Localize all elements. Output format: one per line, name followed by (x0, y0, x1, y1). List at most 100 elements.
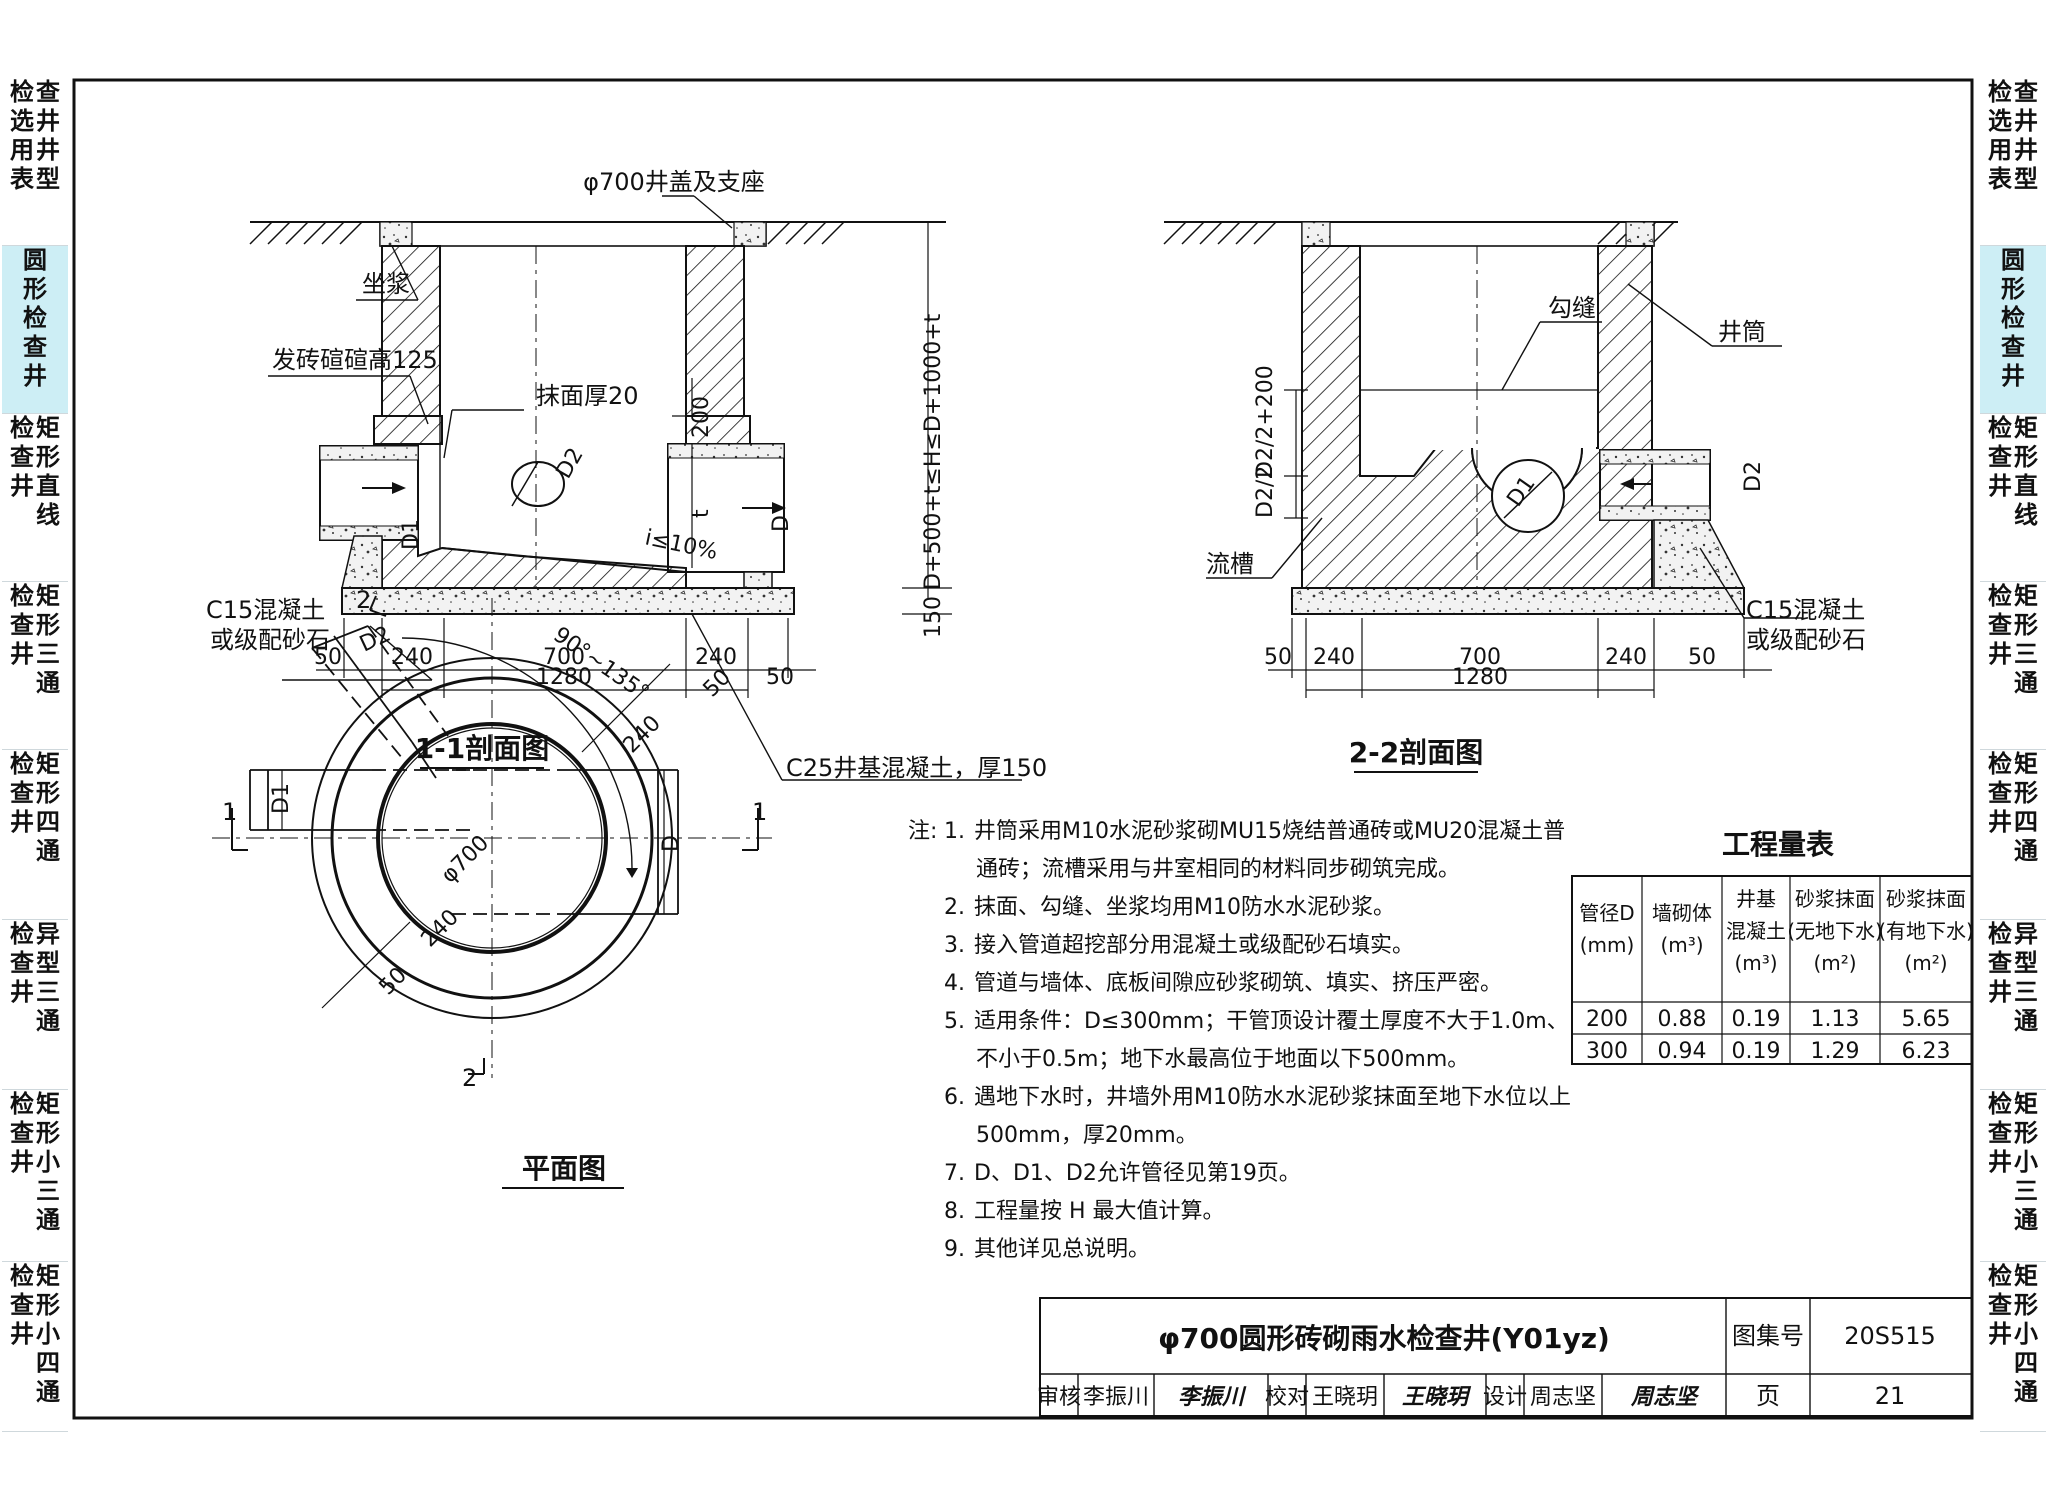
slope-label: i≤10% (643, 525, 720, 565)
note-line: 适用条件：D≤300mm；干管顶设计覆土厚度不大于1.0m、 (974, 1009, 1569, 1034)
note-line: 工程量按 H 最大值计算。 (974, 1199, 1225, 1224)
plan-d-label: D (659, 835, 684, 852)
d1-label: D1 (399, 519, 424, 550)
side-tab-5[interactable]: 检查井矩形四通 (2, 750, 68, 920)
note-number: 4. (944, 971, 965, 996)
side-tab-text: 检查井 (1988, 582, 2012, 668)
table-header: (m³) (1660, 933, 1703, 957)
side-tab-text: 矩形直线 (2014, 414, 2038, 529)
note-line: D、D1、D2允许管径见第19页。 (974, 1161, 1301, 1186)
table-header: 混凝土 (1726, 919, 1786, 943)
quantity-table-title: 工程量表 (1722, 828, 1834, 861)
height-label: D+500+t≤H≤D+1000+t (921, 313, 946, 590)
reviewer-signature: 李振川 (1178, 1384, 1247, 1410)
section-11-title: 1-1剖面图 (415, 732, 550, 765)
side-tab-text: 检查井 (1988, 1090, 2012, 1176)
label-150: 150 (921, 596, 946, 638)
note-line: 抹面、勾缝、坐浆均用M10防水水泥砂浆。 (974, 895, 1395, 920)
note-line: 管道与墙体、底板间隙应砂浆砌筑、填实、挤压严密。 (974, 971, 1502, 996)
plan-dia-label: φ700 (437, 831, 495, 889)
section-2-2: 勾缝 井筒 流槽 D1 D2 D2/2+200 D2/2 C15混凝土 或级配砂… (1163, 221, 1866, 773)
table-header: 砂浆抹面 (1886, 887, 1966, 911)
plan-view: 1 1 2 2 D2 D1 D 90°~135° φ700 240 50 240… (212, 586, 772, 1189)
side-tab-text: 矩形小三通 (2014, 1090, 2038, 1234)
side-tab-text: 矩形小三通 (36, 1090, 60, 1234)
side-tab-text: 异型三通 (2014, 920, 2038, 1035)
side-tab-text: 检查井 (1988, 920, 2012, 1006)
dim2-700: 700 (1459, 645, 1501, 670)
table-header: (无地下水) (1787, 919, 1883, 943)
checker-name: 王晓玥 (1312, 1385, 1378, 1410)
check-label: 校对 (1265, 1385, 1309, 1410)
atlas-number-label: 图集号 (1732, 1322, 1804, 1350)
c25-label: C25井基混凝土，厚150 (786, 754, 1047, 782)
base-slab (341, 587, 795, 615)
side-tab-text: 检查井 (10, 750, 34, 836)
designer-signature: 周志坚 (1630, 1384, 1700, 1410)
plaster-label: 抹面厚20 (536, 382, 639, 410)
notes-block: 注:1.井筒采用M10水泥砂浆砌MU15烧结普通砖或MU20混凝土普通砖；流槽采… (908, 819, 1571, 1262)
dim2-240b: 240 (1605, 645, 1647, 670)
side-tab-text: 检查井 (10, 582, 34, 668)
side-tab-6[interactable]: 检查井异型三通 (2, 920, 68, 1090)
sheet-frame (72, 78, 1974, 1420)
side-tab-3[interactable]: 检查井矩形直线 (1980, 414, 2046, 582)
side-tab-text: 矩形四通 (36, 750, 60, 865)
note-number: 3. (944, 933, 965, 958)
section-1-1: φ700井盖及支座 坐浆 发砖碹碹高125 抹面厚20 D2 D1 D t 20… (206, 168, 1047, 782)
c15-label-a: C15混凝土 (206, 596, 325, 624)
side-tab-7[interactable]: 检查井矩形小三通 (1980, 1090, 2046, 1262)
side-tab-1[interactable]: 检选用表查井井型 (2, 78, 68, 246)
note-number: 6. (944, 1085, 965, 1110)
note-line: 其他详见总说明。 (974, 1237, 1150, 1262)
table-header: 管径D (1579, 901, 1634, 925)
table-cell: 6.23 (1902, 1039, 1951, 1064)
table-cell: 5.65 (1902, 1007, 1951, 1032)
side-tab-8[interactable]: 检查井矩形小四通 (2, 1262, 68, 1432)
t-label: t (689, 509, 714, 518)
note-line: 井筒采用M10水泥砂浆砌MU15烧结普通砖或MU20混凝土普 (974, 819, 1565, 844)
checker-signature: 王晓玥 (1402, 1384, 1472, 1410)
d2-label-2: D2 (1741, 461, 1766, 492)
page-label: 页 (1756, 1382, 1780, 1410)
note-number: 2. (944, 895, 965, 920)
side-tab-6[interactable]: 检查井异型三通 (1980, 920, 2046, 1090)
side-tab-1[interactable]: 检选用表查井井型 (1980, 78, 2046, 246)
h1-label: D2/2+200 (1253, 365, 1278, 478)
drawing-title: φ700圆形砖砌雨水检查井(Y01yz) (1158, 1322, 1610, 1355)
side-tab-text: 检查井 (10, 414, 34, 500)
note-number: 9. (944, 1237, 965, 1262)
note-number: 7. (944, 1161, 965, 1186)
side-tab-text: 矩形四通 (2014, 750, 2038, 865)
base-slab-2 (1291, 587, 1745, 615)
page-number: 21 (1875, 1382, 1906, 1410)
table-cell: 0.19 (1732, 1039, 1781, 1064)
side-tab-7[interactable]: 检查井矩形小三通 (2, 1090, 68, 1262)
reviewer-name: 李振川 (1083, 1385, 1149, 1410)
note-line: 接入管道超挖部分用混凝土或级配砂石填实。 (974, 933, 1414, 958)
side-tab-text: 圆形检查井 (2001, 246, 2025, 390)
side-tab-8[interactable]: 检查井矩形小四通 (1980, 1262, 2046, 1432)
side-tab-text: 检查井 (1988, 750, 2012, 836)
side-tab-2[interactable]: 圆形检查井 (2, 246, 68, 414)
table-cell: 1.29 (1811, 1039, 1860, 1064)
table-cell: 200 (1586, 1007, 1628, 1032)
side-tab-text: 异型三通 (36, 920, 60, 1035)
side-tab-text: 检查井 (10, 1262, 34, 1348)
h2-label: D2/2 (1253, 466, 1278, 518)
side-tab-4[interactable]: 检查井矩形三通 (2, 582, 68, 750)
c15-label-b: 或级配砂石 (210, 626, 330, 654)
drawing-sheet: φ700井盖及支座 坐浆 发砖碹碹高125 抹面厚20 D2 D1 D t 20… (72, 78, 1974, 1420)
side-tab-text: 查井井型 (2014, 78, 2038, 193)
side-tab-4[interactable]: 检查井矩形三通 (1980, 582, 2046, 750)
side-tab-2[interactable]: 圆形检查井 (1980, 246, 2046, 414)
side-tab-text: 检选用表 (1988, 78, 2012, 193)
side-tab-3[interactable]: 检查井矩形直线 (2, 414, 68, 582)
side-tab-5[interactable]: 检查井矩形四通 (1980, 750, 2046, 920)
dim2-1280: 1280 (1452, 665, 1508, 690)
label-200: 200 (689, 396, 714, 438)
side-tab-text: 检选用表 (10, 78, 34, 193)
c15-label-2b: 或级配砂石 (1746, 626, 1866, 654)
table-cell: 0.19 (1732, 1007, 1781, 1032)
table-cell: 0.88 (1658, 1007, 1707, 1032)
